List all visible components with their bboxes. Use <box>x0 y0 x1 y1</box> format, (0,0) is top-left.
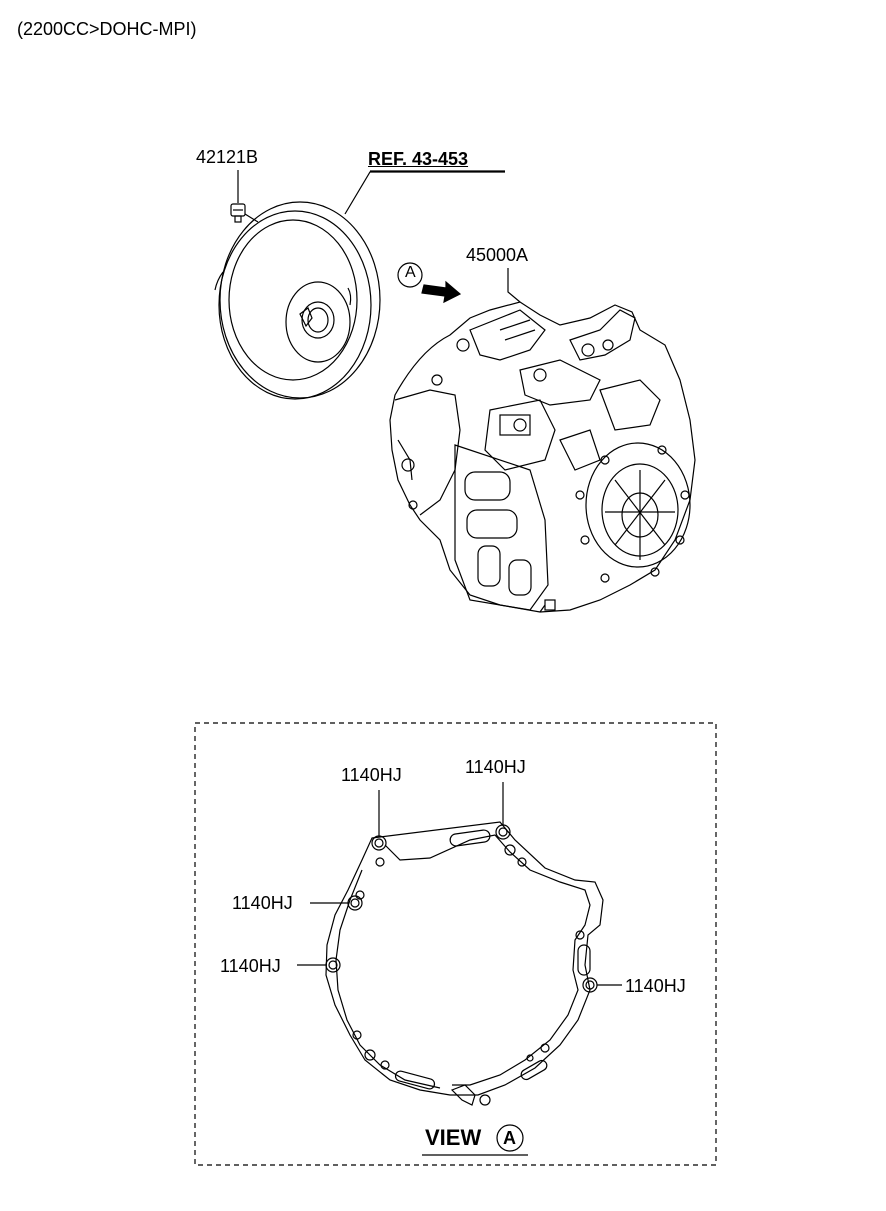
ref-leader-line <box>344 171 505 215</box>
view-title: VIEW <box>425 1125 482 1150</box>
view-title-marker: A <box>503 1128 516 1148</box>
part-label-45000a: 45000A <box>466 245 529 265</box>
bolt-label-1140hj-top-right: 1140HJ <box>465 757 526 777</box>
part-label-42121b: 42121B <box>196 147 259 167</box>
bolt-42121b-icon <box>230 170 259 223</box>
bolt-label-1140hj-left-lower: 1140HJ <box>220 956 281 976</box>
view-a-frame <box>194 722 717 1166</box>
bolt-label-1140hj-right: 1140HJ <box>625 976 686 996</box>
housing-flange-icon <box>325 821 604 1106</box>
torque-converter-icon <box>214 201 381 400</box>
view-a-title-circle-icon <box>496 1124 524 1152</box>
bolt-label-1140hj-top-left: 1140HJ <box>341 765 402 785</box>
ref-label: REF. 43-453 <box>368 149 469 169</box>
engine-spec-label: (2200CC>DOHC-MPI) <box>17 19 197 39</box>
transaxle-assembly-icon <box>389 301 696 613</box>
view-marker-top: A <box>405 264 416 281</box>
bolt-label-1140hj-left-upper: 1140HJ <box>232 893 293 913</box>
view-a-circle-icon <box>397 262 423 288</box>
direction-arrow-icon <box>421 280 462 304</box>
